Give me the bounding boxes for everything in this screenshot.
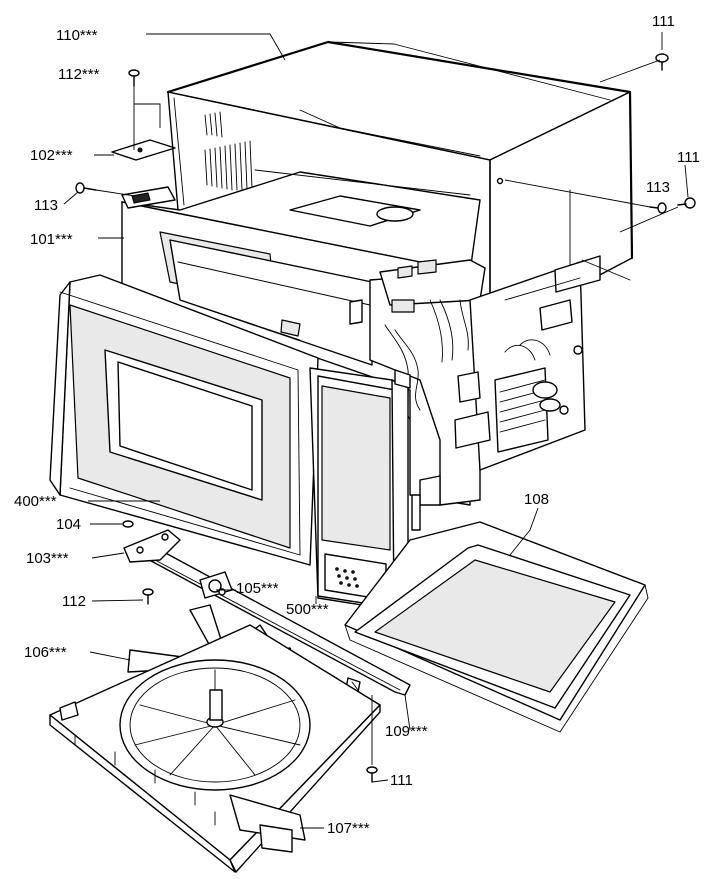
label-111-right: 111	[677, 149, 700, 166]
label-101: 101***	[30, 231, 73, 248]
control-panel-500	[309, 367, 411, 613]
base-plate-107	[49, 624, 381, 873]
label-500: 500***	[286, 601, 329, 618]
label-104: 104	[56, 516, 82, 533]
screw-113-left	[75, 182, 97, 194]
label-111-bottom: 111	[390, 772, 413, 789]
label-108: 108	[524, 491, 550, 508]
screw-113-right	[649, 202, 667, 214]
label-112-bottom: 112	[62, 593, 86, 610]
leader-lines	[63, 32, 689, 829]
label-111-top: 111	[652, 13, 675, 30]
washer-104	[122, 520, 134, 528]
screw-111-top	[655, 53, 669, 71]
label-103: 103***	[26, 550, 69, 567]
label-107: 107***	[327, 820, 370, 837]
door-assembly-400	[49, 274, 319, 566]
screw-112-bottom	[142, 588, 154, 605]
label-113-left: 113	[34, 197, 58, 214]
drip-tray-108	[344, 521, 649, 733]
label-109: 109***	[385, 723, 428, 740]
screw-111-right	[677, 197, 696, 209]
screw-112-top	[128, 69, 140, 87]
label-102: 102***	[30, 147, 73, 164]
label-106: 106***	[24, 644, 67, 661]
bracket-102	[111, 139, 176, 161]
label-113-right: 113	[646, 179, 670, 196]
motor-bracket-103	[123, 529, 181, 563]
motor-105	[199, 571, 233, 599]
label-105: 105***	[236, 580, 279, 597]
screw-111-bottom	[366, 766, 378, 783]
outer-cabinet-110	[166, 40, 634, 301]
label-400: 400***	[14, 493, 57, 510]
label-112-top: 112***	[58, 66, 100, 83]
oven-cavity-frame-101	[121, 169, 631, 531]
label-110: 110***	[56, 27, 98, 44]
